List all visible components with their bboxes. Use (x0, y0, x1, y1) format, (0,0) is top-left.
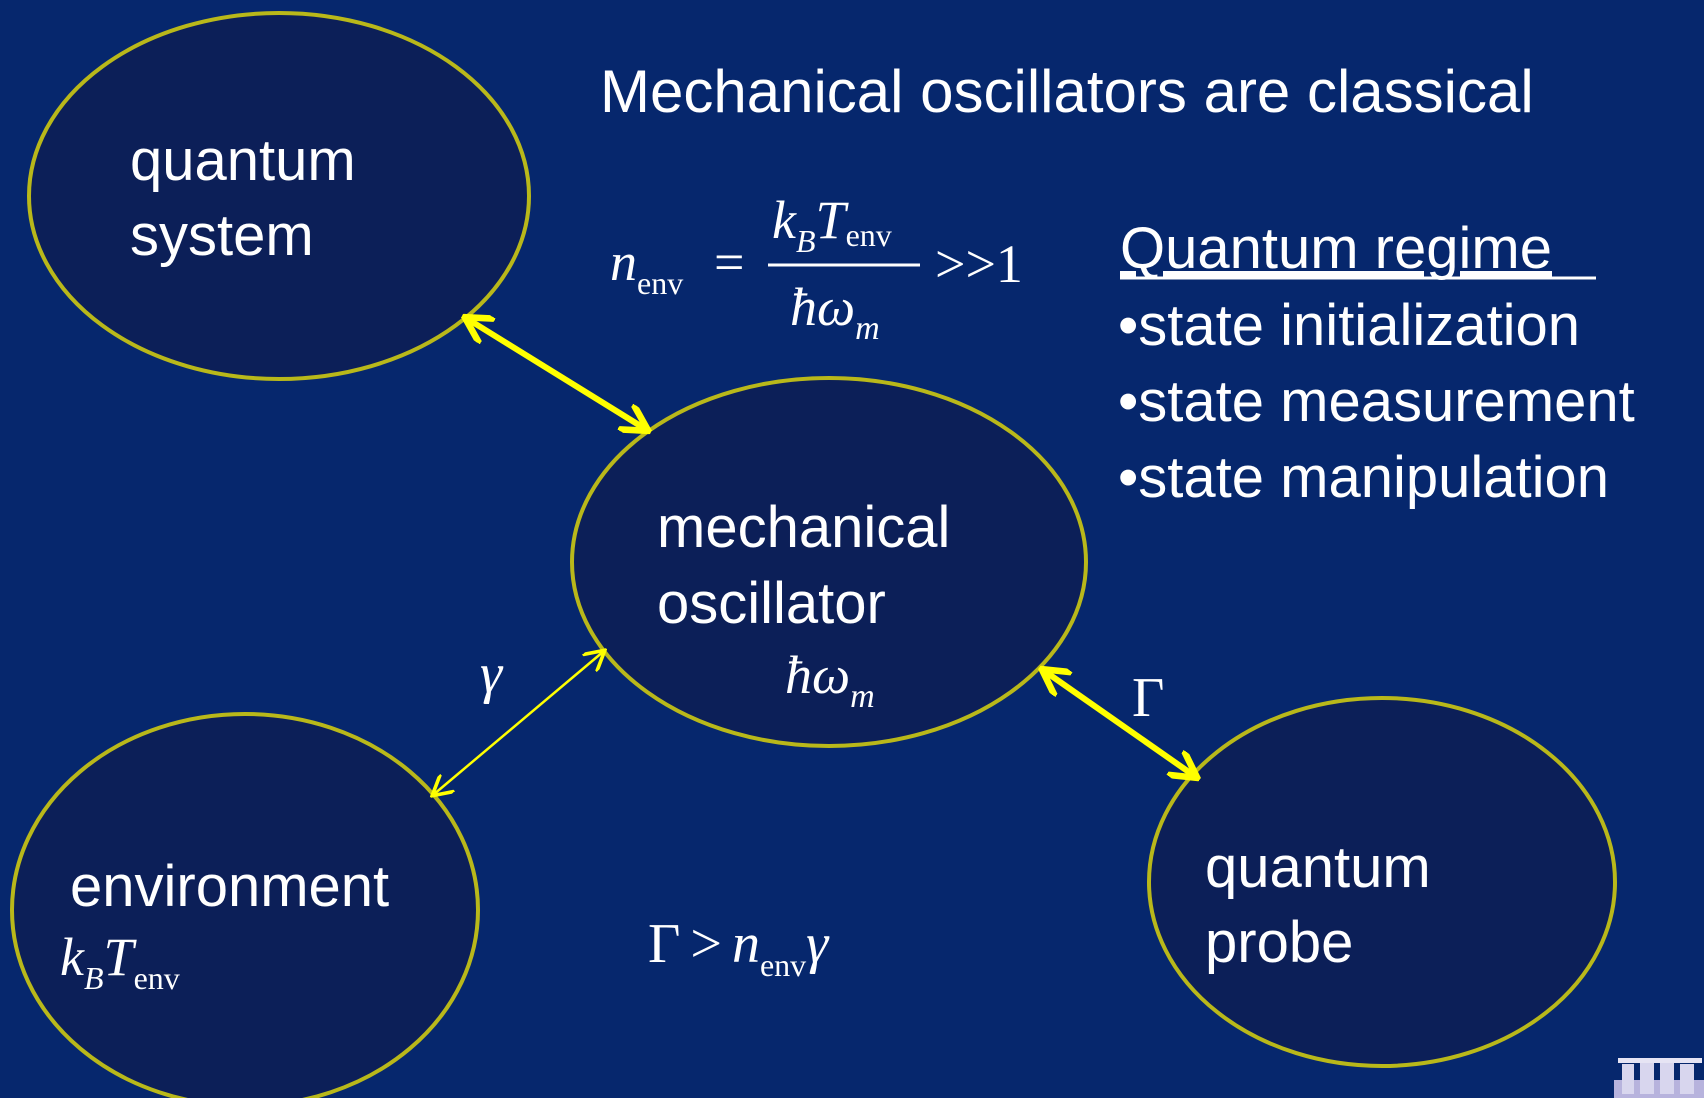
quantum-probe-label-line1: quantum (1205, 835, 1431, 900)
environment-energy: kBTenv (60, 927, 180, 996)
environment-node (10, 712, 480, 1098)
oscillator-energy: ħωm (785, 645, 875, 715)
quantum-system-label-line2: system (130, 203, 314, 268)
environment-label: environment (70, 854, 389, 919)
quantum-regime-item: •state initialization (1118, 293, 1580, 358)
building-logo-icon (1614, 1058, 1704, 1098)
mechanical-oscillator-node (570, 376, 1088, 748)
strong-coupling-condition: Γ>nenvγ (648, 913, 830, 983)
oscillator-probe-arrow (1043, 670, 1196, 777)
quantum-system-label-line1: quantum (130, 128, 356, 193)
environment-oscillator-arrow (433, 651, 604, 795)
formula-equals: = (714, 232, 744, 292)
quantum-regime-item: •state measurement (1118, 369, 1635, 434)
quantum-regime-item: •state manipulation (1118, 445, 1609, 510)
formula-numerator: kBTenv (772, 190, 892, 259)
oscillator-label-line2: oscillator (657, 571, 886, 636)
Gamma-label: Γ (1132, 667, 1164, 729)
quantum-probe-node (1147, 696, 1617, 1068)
formula-lhs: nenv (610, 232, 683, 301)
occupation-formula: nenv = kBTenv ħωm >>1 (610, 190, 1023, 347)
gamma-label: γ (480, 643, 504, 705)
system-oscillator-arrow (466, 318, 647, 430)
quantum-regime-heading: Quantum regime (1120, 216, 1552, 281)
quantum-system-node (27, 11, 531, 381)
formula-rhs: >>1 (935, 234, 1023, 294)
oscillator-label-line1: mechanical (657, 495, 950, 560)
slide-title: Mechanical oscillators are classical (600, 58, 1534, 125)
formula-denominator: ħωm (790, 277, 880, 347)
quantum-probe-label-line2: probe (1205, 910, 1353, 975)
